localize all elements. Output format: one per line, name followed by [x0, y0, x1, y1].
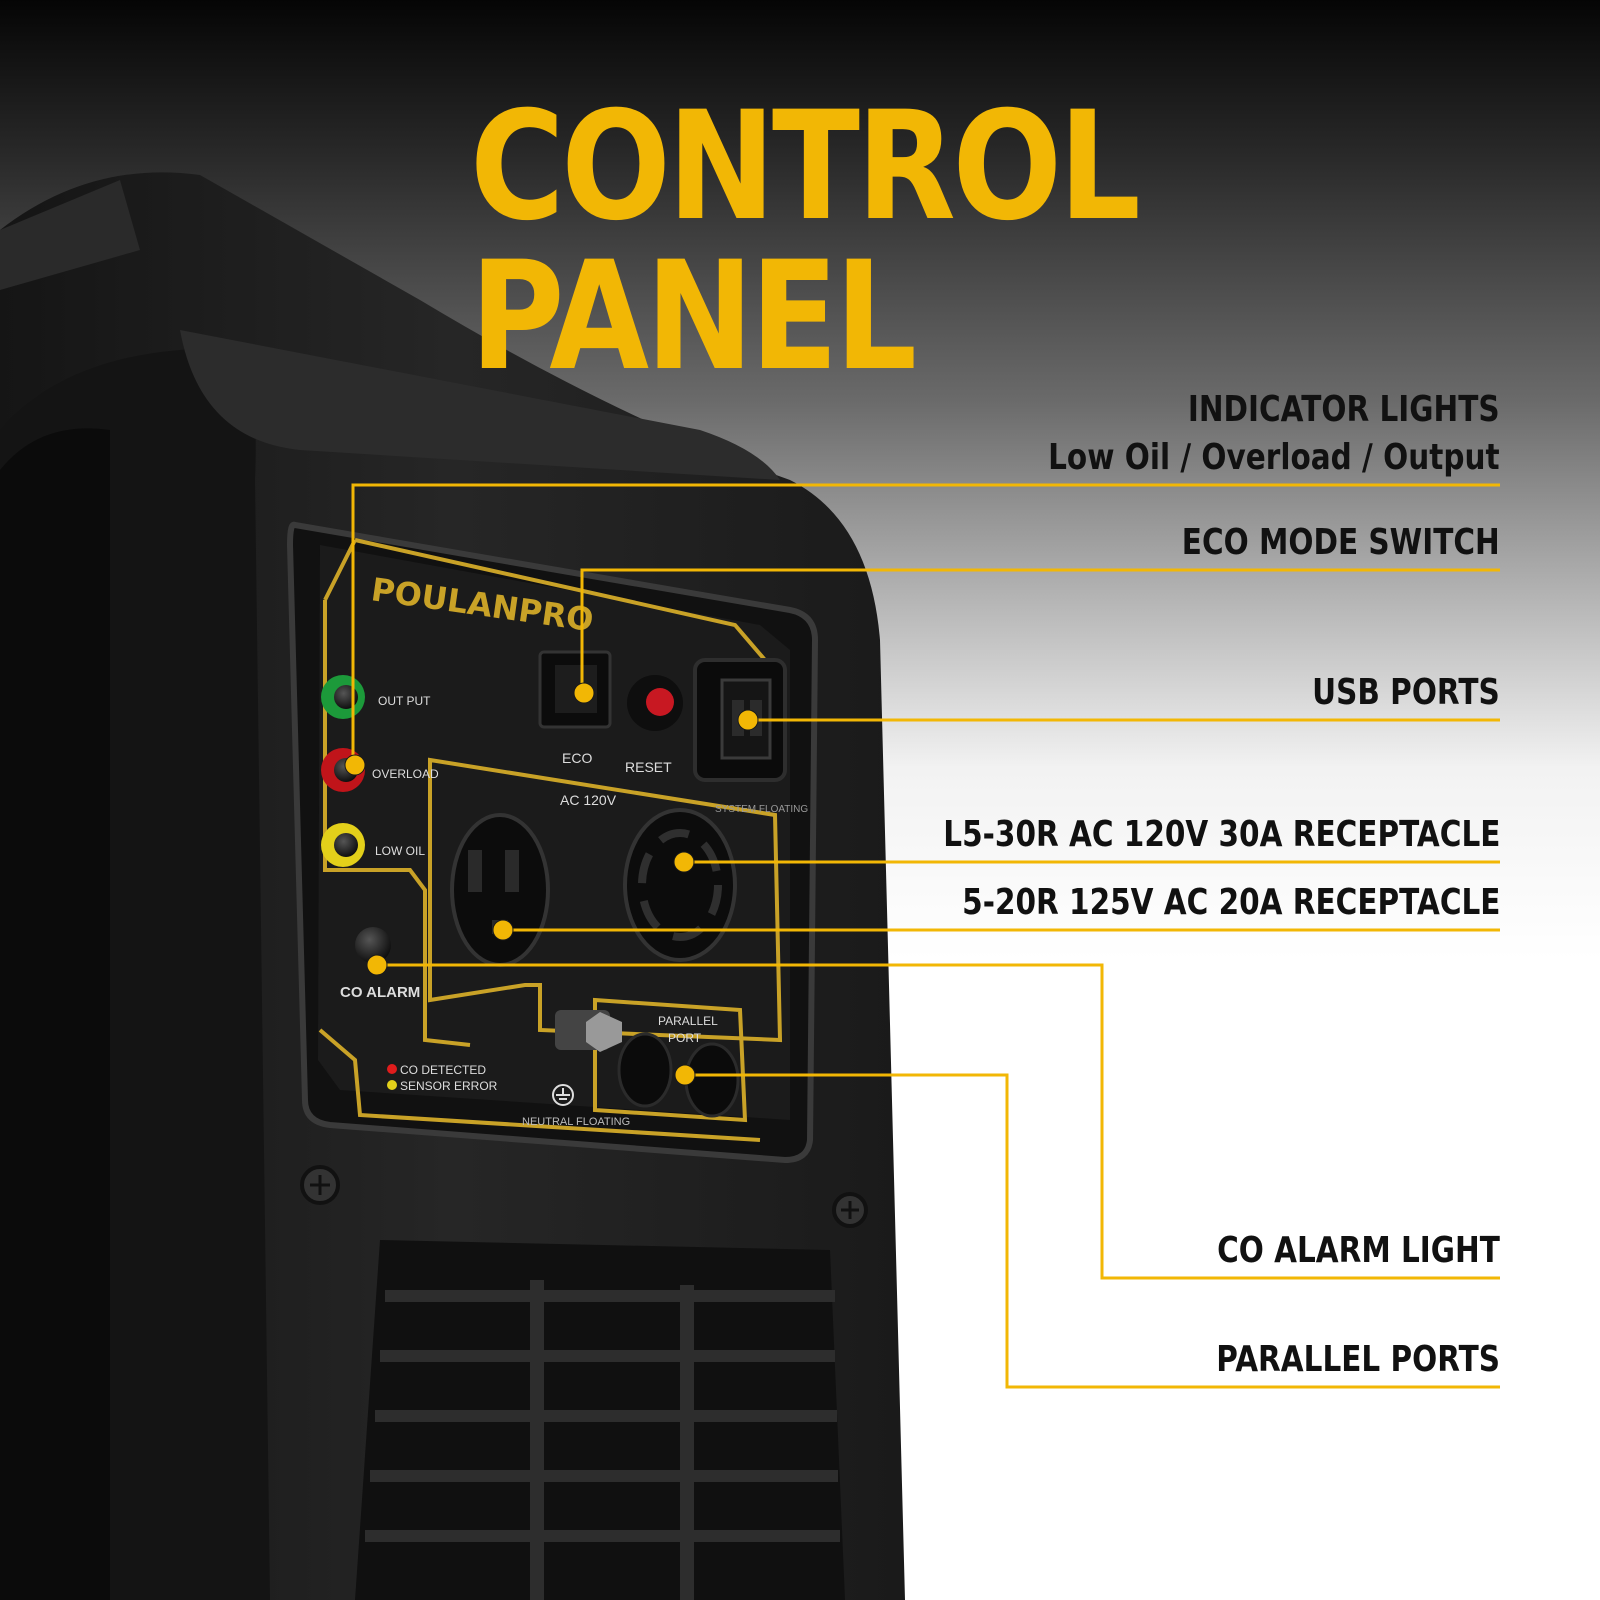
- callout-indicator-lights: INDICATOR LIGHTS Low Oil / Overload / Ou…: [1049, 392, 1500, 476]
- callout-indicator-lights-title: INDICATOR LIGHTS: [1188, 389, 1500, 430]
- eco-label: ECO: [562, 750, 592, 766]
- ground-terminal: [555, 1010, 622, 1052]
- callout-usb-ports: USB PORTS: [1312, 672, 1500, 713]
- callout-leader-lines: [351, 483, 1500, 1389]
- air-vent-grille: [355, 1240, 845, 1600]
- callout-parallel-ports: PARALLEL PORTS: [1216, 1339, 1500, 1380]
- output-indicator-light: [321, 675, 365, 719]
- co-detected-dot: [387, 1064, 397, 1074]
- parallel-port-label-2: PORT: [668, 1031, 702, 1045]
- reset-button[interactable]: [627, 675, 683, 731]
- output-led-label: OUT PUT: [378, 694, 431, 708]
- co-alarm-light: [355, 927, 391, 963]
- l5-30r-receptacle: [623, 808, 737, 962]
- callout-co-alarm-light: CO ALARM LIGHT: [1217, 1230, 1500, 1271]
- screw-icon: [832, 1192, 868, 1228]
- co-detected-label: CO DETECTED: [400, 1063, 486, 1077]
- parallel-port-1[interactable]: [617, 1032, 673, 1108]
- page-title: CONTROL PANEL: [470, 80, 1141, 404]
- low-oil-indicator-light: [321, 823, 365, 867]
- callout-l5-30r: L5-30R AC 120V 30A RECEPTACLE: [942, 814, 1500, 855]
- system-floating-label: SYSTEM FLOATING: [715, 804, 808, 815]
- control-panel: POULANPRO OUT PUT OVERLOAD LOW OIL ECO R…: [286, 521, 819, 1164]
- overload-led-label: OVERLOAD: [372, 767, 439, 781]
- callout-anchor-dots: [344, 682, 759, 1086]
- 5-20r-receptacle: [450, 813, 550, 967]
- neutral-floating-label: NEUTRAL FLOATING: [522, 1116, 630, 1128]
- sensor-error-label: SENSOR ERROR: [400, 1079, 498, 1093]
- callout-eco-mode-switch: ECO MODE SWITCH: [1182, 522, 1500, 563]
- callout-5-20r: 5-20R 125V AC 20A RECEPTACLE: [961, 882, 1500, 923]
- screw-icon: [300, 1165, 340, 1205]
- co-alarm-label: CO ALARM: [340, 984, 420, 1001]
- sensor-error-dot: [387, 1080, 397, 1090]
- neutral-ground-icon: [552, 1084, 574, 1106]
- ac-voltage-label: AC 120V: [560, 792, 617, 808]
- low-oil-led-label: LOW OIL: [375, 844, 425, 858]
- parallel-port-label: PARALLEL: [658, 1014, 718, 1028]
- callout-indicator-lights-sub: Low Oil / Overload / Output: [1048, 437, 1500, 478]
- reset-label: RESET: [625, 759, 672, 775]
